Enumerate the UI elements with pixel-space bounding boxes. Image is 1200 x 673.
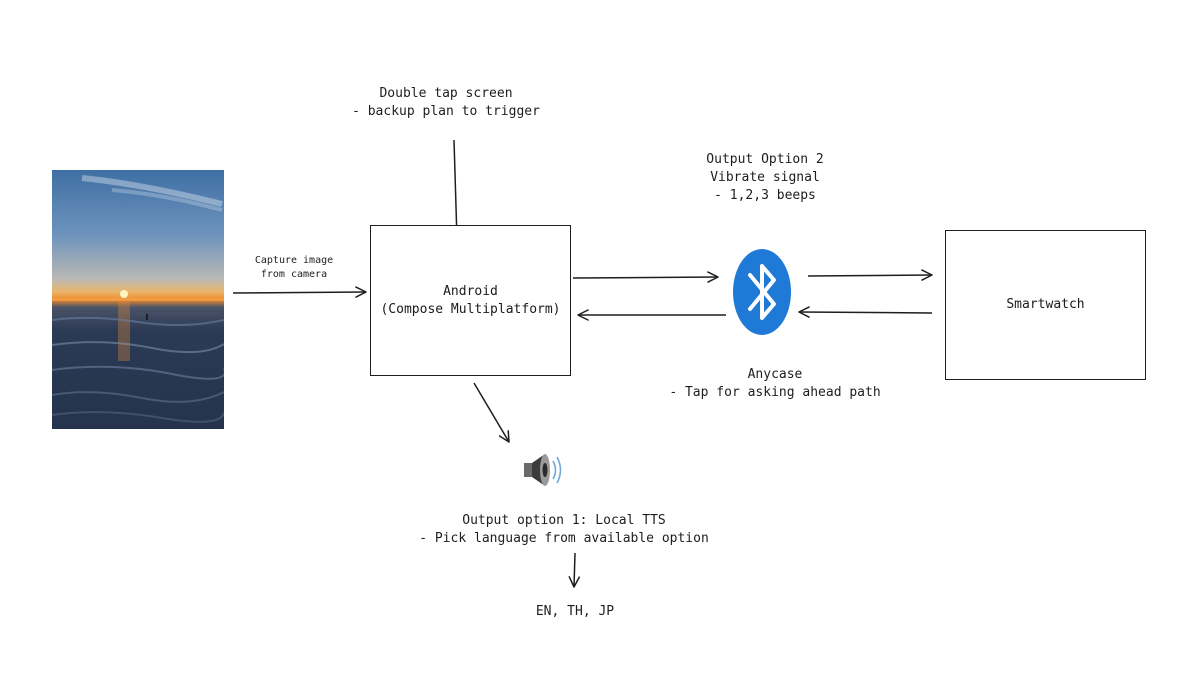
smartwatch-label: Smartwatch [1006,297,1085,312]
arrow-smartwatch-to-bluetooth [798,306,933,318]
arrow-camera-to-android [232,286,367,298]
double-tap-label: Double tap screen - backup plan to trigg… [352,86,540,119]
android-box: Android (Compose Multiplatform) [370,225,571,376]
android-label: Android (Compose Multiplatform) [380,283,561,317]
arrow-bluetooth-to-smartwatch [807,269,933,281]
arrow-tts-to-languages [568,552,581,588]
output-option-2-label: Output Option 2 Vibrate signal - 1,2,3 b… [706,152,824,203]
sunset-photo [52,170,224,429]
languages-label: EN, TH, JP [535,604,615,619]
bluetooth-icon [733,249,791,335]
speaker-icon [524,454,562,486]
arrow-android-to-bluetooth [572,271,719,283]
arrow-android-to-speaker [473,382,510,443]
arrow-doubletap-to-android [450,139,463,241]
smartwatch-box: Smartwatch [945,230,1146,380]
capture-image-label: Capture image from camera [254,255,334,280]
output-option-1-label: Output option 1: Local TTS - Pick langua… [419,513,709,546]
anycase-label: Anycase - Tap for asking ahead path [669,367,881,400]
